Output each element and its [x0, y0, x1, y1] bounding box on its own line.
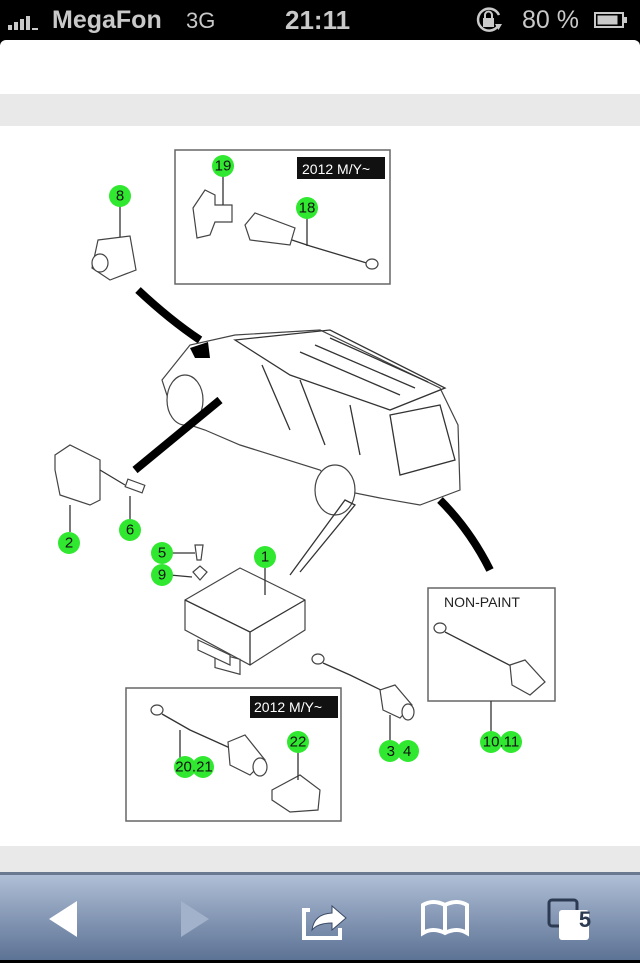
part-8-group: 8: [91, 185, 203, 344]
status-bar: MegaFon 3G 21:11 80 %: [0, 0, 640, 40]
callout-10-11: 10.11: [483, 734, 519, 751]
part-2-and-6: 2 6: [54, 444, 146, 554]
callout-5: 5: [158, 545, 166, 562]
top-box-label-bg: [297, 157, 385, 179]
browser-toolbar: 5: [0, 872, 640, 960]
non-paint-box: NON-PAINT 10.11: [427, 587, 556, 753]
clock: 21:11: [285, 5, 351, 35]
callout-22: 22: [290, 734, 307, 751]
car-illustration: [132, 329, 494, 576]
page-header-band: [0, 94, 640, 126]
carrier-name: MegaFon: [52, 6, 162, 34]
page-footer-band: [0, 846, 640, 872]
forward-arrow-icon: [181, 901, 209, 937]
battery-percent: 80 %: [522, 6, 579, 34]
bookmarks-button[interactable]: [405, 875, 485, 963]
web-page[interactable]: 2012 M/Y~ 19 18 8: [0, 40, 640, 872]
non-paint-label: NON-PAINT: [444, 594, 520, 610]
callout-1: 1: [261, 549, 269, 566]
top-box-label: 2012 M/Y~: [302, 161, 370, 177]
callout-9: 9: [158, 567, 166, 584]
share-button[interactable]: [285, 875, 365, 963]
callout-6: 6: [126, 522, 134, 539]
parts-diagram[interactable]: 2012 M/Y~ 19 18 8: [0, 40, 640, 872]
tabs-button[interactable]: 5: [530, 875, 610, 963]
tabs-icon: [547, 898, 589, 940]
signal-icon: [8, 14, 38, 30]
callout-8: 8: [116, 188, 124, 205]
rotation-lock-icon: [476, 7, 502, 32]
callout-18-badge: [296, 197, 318, 219]
bookmarks-book-icon: [421, 900, 469, 937]
callout-18: 18: [299, 200, 316, 217]
bracket-part-19: [192, 189, 233, 239]
forward-button[interactable]: [153, 875, 233, 963]
tab-count: 5: [578, 907, 592, 932]
callout-2: 2: [65, 535, 73, 552]
top-inset-box: 2012 M/Y~ 19 18: [174, 149, 391, 285]
network-type: 3G: [186, 8, 216, 33]
bottom-box-label: 2012 M/Y~: [254, 699, 322, 715]
battery-icon: [594, 12, 627, 28]
callout-19-badge: [212, 155, 234, 177]
share-icon: [302, 904, 347, 940]
callout-19: 19: [215, 158, 232, 175]
callout-20-21: 20.21: [175, 759, 213, 776]
module-part-1-group: 5 9 1: [151, 542, 306, 676]
bottom-inset-box: 2012 M/Y~ 20.21 22: [125, 687, 342, 822]
back-arrow-icon: [49, 901, 77, 937]
sensor-part-18: [244, 212, 296, 246]
back-button[interactable]: [25, 875, 105, 963]
